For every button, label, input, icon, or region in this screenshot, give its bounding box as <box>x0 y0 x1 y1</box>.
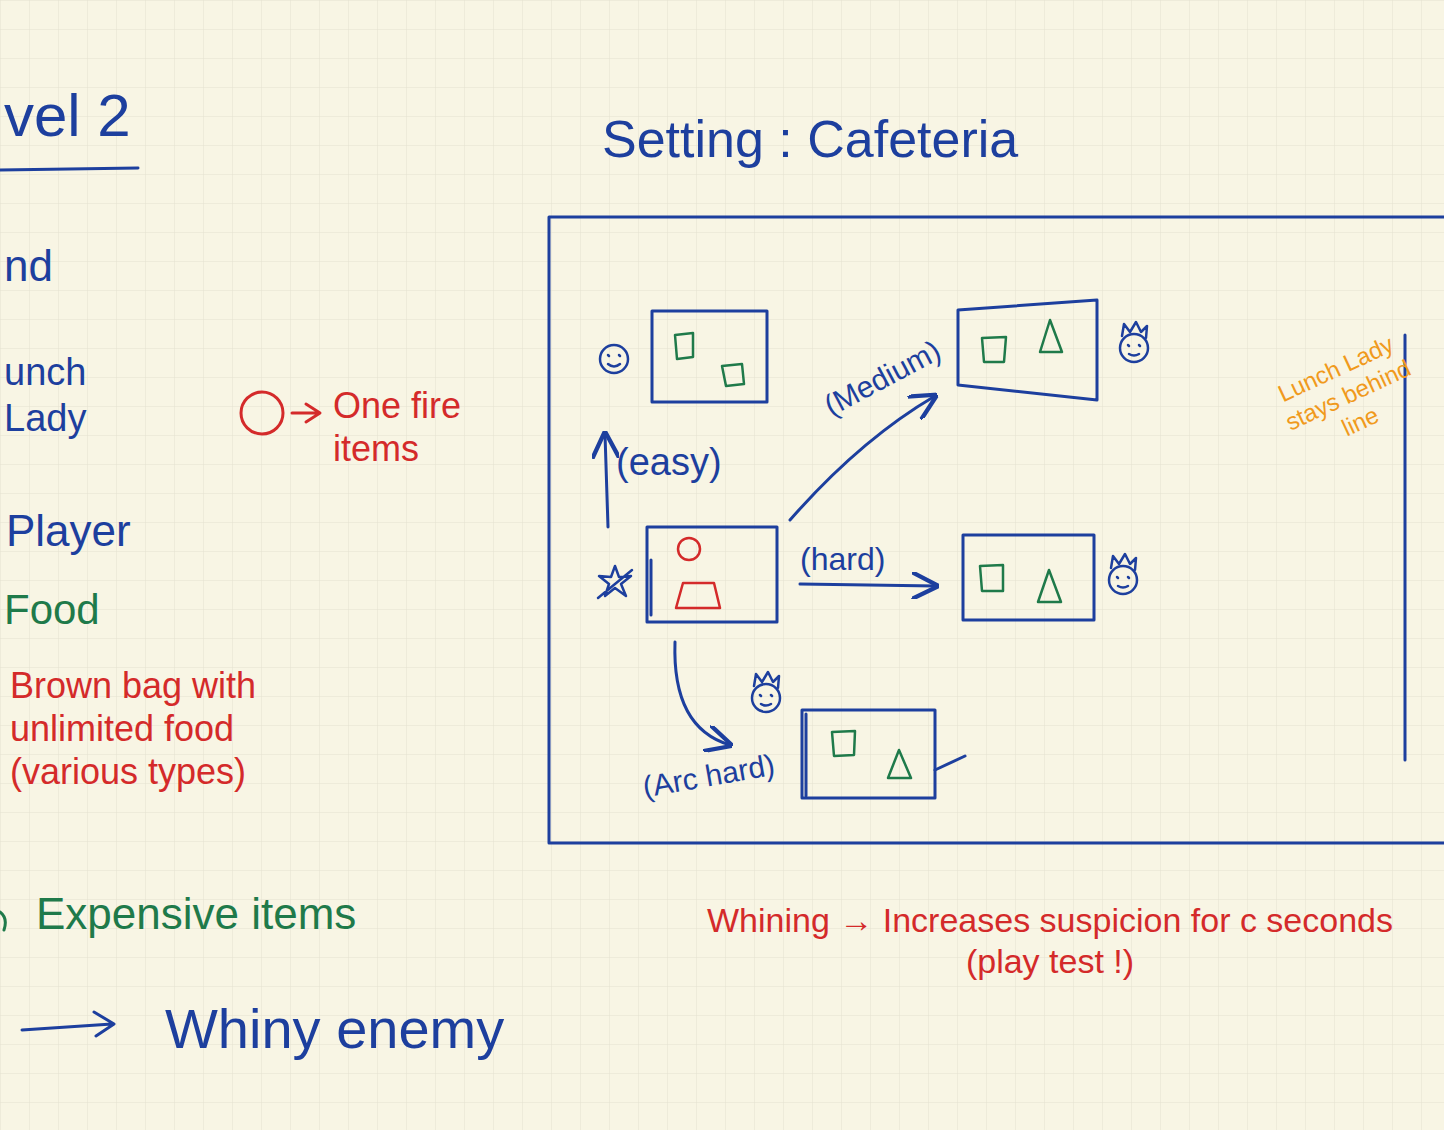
legend-text: Whiny enemy <box>165 995 605 1062</box>
route-label: (easy) <box>616 440 786 486</box>
arc-hard-table <box>802 710 935 798</box>
medium-table <box>958 300 1097 400</box>
food-item <box>675 333 693 359</box>
table-edge <box>806 714 965 796</box>
legend-text: unch Lady <box>4 350 144 441</box>
note: Whining → Increases suspicion for c seco… <box>700 900 1400 982</box>
setting-heading: Setting : Cafeteria <box>602 108 1122 170</box>
whiny-arrow-sample <box>22 1012 114 1036</box>
legend-text: Food <box>4 585 204 635</box>
legend-text: One fire items <box>333 384 523 470</box>
lunch-lady-face <box>600 345 628 373</box>
route-arrow <box>605 434 608 527</box>
food-item <box>722 364 744 386</box>
food-item <box>982 337 1006 362</box>
item-note: Brown bag with unlimited food (various t… <box>10 664 300 794</box>
hard-table <box>963 535 1094 620</box>
one-fire-sample <box>241 392 283 434</box>
food-item <box>832 731 855 756</box>
route-arrow <box>790 396 935 520</box>
expensive-item <box>888 750 911 778</box>
legend-heading: nd <box>4 240 124 293</box>
expensive-item-sample <box>0 912 5 930</box>
brown-bag <box>676 583 720 608</box>
legend-arrow <box>292 404 320 422</box>
player-table <box>647 527 777 622</box>
legend-text: Expensive items <box>36 888 456 941</box>
route-label: (hard) <box>800 540 940 578</box>
route-arrow <box>675 642 730 745</box>
expensive-item <box>1040 320 1062 352</box>
player-star <box>598 566 632 598</box>
one-fire-item <box>678 538 700 560</box>
whiny-enemy-face <box>1109 554 1137 594</box>
easy-table <box>652 311 767 402</box>
table-edge <box>650 560 653 615</box>
page-title: vel 2 <box>4 80 204 152</box>
food-item <box>980 565 1003 591</box>
whiny-enemy-face <box>752 672 780 712</box>
route-arrow <box>800 584 936 586</box>
whiny-enemy-face <box>1120 322 1148 362</box>
expensive-item <box>1038 570 1061 602</box>
title-underline <box>0 168 138 170</box>
cafeteria-outline <box>549 217 1444 843</box>
legend-text: Player <box>6 505 206 558</box>
